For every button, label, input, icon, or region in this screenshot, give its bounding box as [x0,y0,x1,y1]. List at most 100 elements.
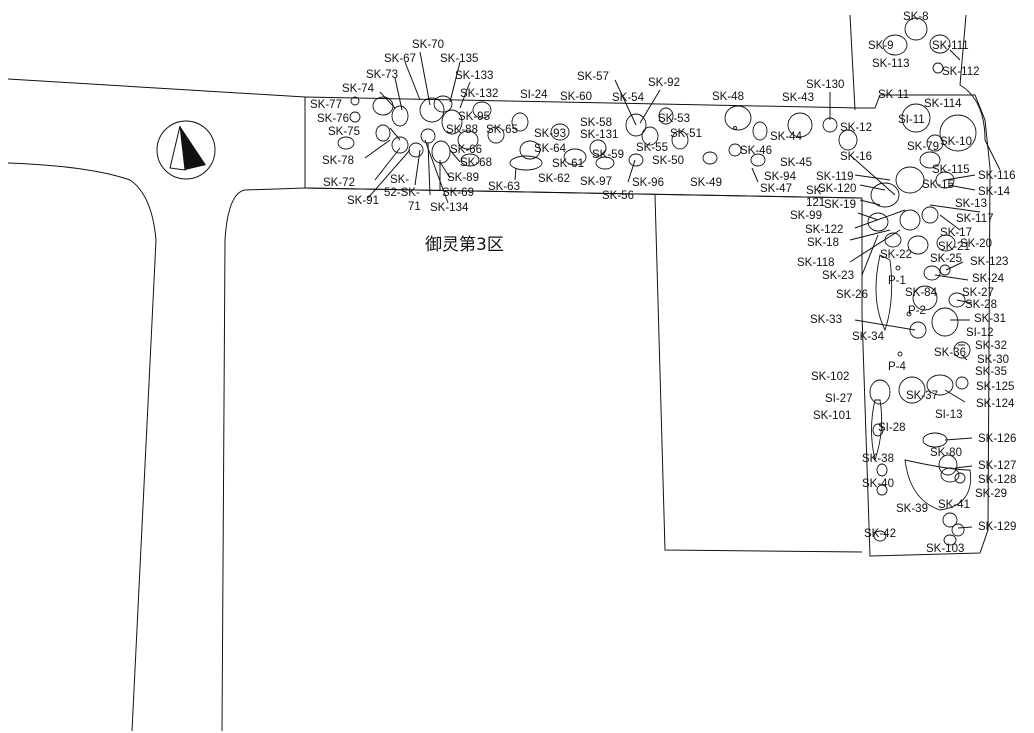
feature-label: SK-120 [818,183,856,195]
feature-label: SK-25 [930,253,962,265]
feature-label: SK-19 [824,199,856,211]
feature-label: SK-74 [342,83,375,95]
feature-label: SK-132 [460,88,498,100]
feature-label: SK-103 [926,543,964,555]
feature-label: SK-80 [930,447,962,459]
feature-label: SI-28 [878,422,906,434]
feature-label: SK-24 [972,273,1005,285]
feature-label: SK-118 [797,257,835,269]
trench-outline [304,94,991,557]
feature-label: SK-112 [942,66,980,78]
feature-label: P-4 [888,361,907,373]
feature-label: SK-95 [458,111,490,123]
feature-label: SK-91 [347,195,379,207]
feature-label: SK-84 [905,287,938,299]
feature-label: SK-116 [978,170,1016,182]
feature-label: SK-62 [538,173,570,185]
feature-label: SK-35 [975,366,1007,378]
feature-label: SK-10 [940,136,972,148]
feature-label: SK-53 [658,113,690,125]
feature-label: SK-93 [534,128,566,140]
feature-label: SK-125 [976,381,1014,393]
feature-label: SK-75 [328,126,360,138]
feature-label: SK-69 [442,187,474,199]
feature-label: SK-23 [822,270,854,282]
feature-label: SI-11 [898,114,925,126]
feature-label: SK-65 [486,124,518,136]
feature-label: SK-42 [864,528,896,540]
feature-label: SK-72 [323,177,355,189]
feature-label: SK-130 [806,79,844,91]
feature-label: SK-119 [816,171,854,183]
feature-label: SK-48 [712,91,744,103]
feature-label: SK-56 [602,190,634,202]
feature-label: SK-117 [956,213,994,225]
feature-label: SK-38 [862,453,894,465]
feature-label: SK-37 [906,390,938,402]
feature-label: SK-28 [965,299,997,311]
feature-label: SK-124 [976,398,1015,410]
feature-label: SK-128 [978,474,1016,486]
feature-label: SK-8 [903,11,929,23]
feature-label: SK-57 [577,71,609,83]
feature-label: SK-49 [690,177,722,189]
feature-label: SK-21 [938,241,970,253]
feature-label: SK-79 [907,141,939,153]
feature-label: SK-51 [670,128,702,140]
feature-label: SI-12 [966,327,994,339]
feature-label: SK-102 [811,371,849,383]
feature-label: SK-27 [962,287,994,299]
feature-label: SK-15 [922,179,954,191]
feature-label: SK-20 [960,238,992,250]
feature-label: SK-113 [872,58,910,70]
feature-label: SK- [390,174,409,186]
feature-label: SK-134 [430,202,469,214]
feature-label: SK-43 [782,92,814,104]
feature-label: SK-18 [807,237,839,249]
feature-label: SK-92 [648,77,680,89]
feature-label: SK-94 [764,171,797,183]
feature-label: SK-33 [810,314,842,326]
feature-label: SK-44 [770,131,803,143]
feature-label: SK-54 [612,92,645,104]
area-title: 御灵第3区 [425,235,504,255]
feature-label: SK-61 [552,158,584,170]
feature-label: SK-68 [460,157,492,169]
feature-label: SK-135 [440,53,478,65]
feature-label: SK-17 [940,227,972,239]
feature-label: SI-27 [825,393,853,405]
feature-label: P-2 [908,305,926,317]
feature-label: SK-78 [322,155,354,167]
feature-label: SK-11 [878,89,909,101]
feature-label: SK-122 [805,224,843,236]
feature-label: SK-26 [836,289,868,301]
feature-label: SK-77 [310,99,342,111]
feature-label: SK-88 [446,124,478,136]
feature-label: SK-50 [652,155,684,167]
feature-label: SI-24 [520,89,548,101]
feature-label: SK-63 [488,181,520,193]
feature-label: SK-66 [450,144,482,156]
feature-label: SK-70 [412,39,444,51]
feature-label: SK-47 [760,183,792,195]
feature-label: SK-101 [813,410,851,422]
feature-label: SK-14 [978,186,1011,198]
feature-label: SK-39 [896,503,928,515]
feature-label: SK-31 [974,313,1006,325]
feature-label: 121 [806,197,825,209]
feature-label: SK-12 [840,122,872,134]
feature-label: SI-13 [935,409,963,421]
feature-label: SK-29 [975,488,1007,500]
feature-label: SK-55 [636,142,668,154]
feature-label: SK-16 [840,151,872,163]
feature-label: SK-73 [366,69,398,81]
feature-label: SK-34 [852,331,885,343]
feature-label: SK-115 [932,164,970,176]
feature-label: SK-32 [975,340,1007,352]
feature-label: SK-129 [978,521,1016,533]
feature-label: SK-36 [934,347,966,359]
feature-label: SK-99 [790,210,822,222]
